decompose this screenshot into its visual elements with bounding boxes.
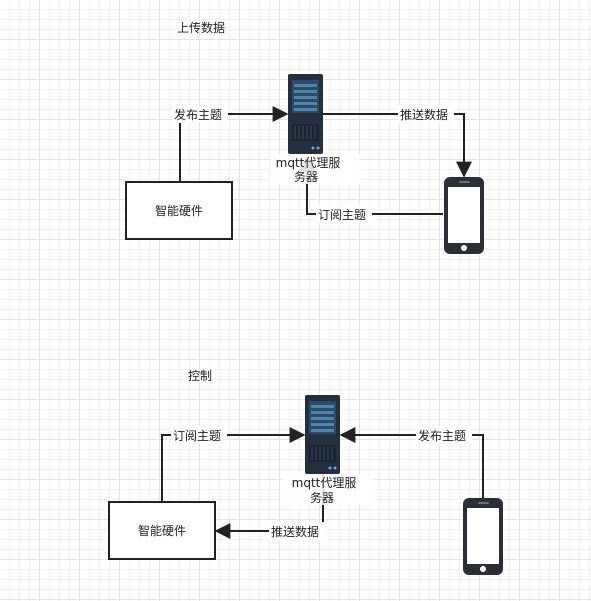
control-edge-subscribe-label: 订阅主题 — [173, 429, 221, 443]
smartphone-icon — [444, 177, 484, 254]
upload-edge-publish-label: 发布主题 — [174, 107, 222, 122]
upload-edge-push — [323, 113, 472, 178]
control-device-box — [108, 501, 216, 560]
smartphone-icon — [463, 498, 503, 575]
upload-device-box — [125, 181, 233, 240]
upload-edge-push-label: 推送数据 — [400, 107, 448, 122]
control-edge-push-label: 推送数据 — [271, 524, 319, 539]
control-server-label-line2: 务器 — [310, 490, 334, 505]
control-section-title: 控制 — [188, 369, 212, 383]
control-section: 控制 订阅主题 推送数据 发布主题 智能硬件 — [108, 369, 503, 575]
upload-device-label: 智能硬件 — [155, 203, 203, 218]
server-rack-icon — [305, 395, 340, 474]
upload-server-label-line2: 务器 — [294, 169, 318, 184]
upload-edge-subscribe-label: 订阅主题 — [318, 208, 366, 222]
upload-section-title: 上传数据 — [177, 20, 225, 35]
control-device-label: 智能硬件 — [138, 523, 186, 538]
server-rack-icon — [288, 74, 323, 154]
control-server-label-line1: mqtt代理服 — [292, 476, 357, 490]
control-edge-subscribe — [161, 427, 306, 501]
upload-section: 上传数据 发布主题 推送数据 订阅主题 智能硬件 — [125, 20, 484, 254]
control-edge-publish-label: 发布主题 — [418, 428, 466, 443]
upload-server-label-line1: mqtt代理服 — [276, 156, 341, 170]
control-edge-publish — [339, 427, 484, 499]
